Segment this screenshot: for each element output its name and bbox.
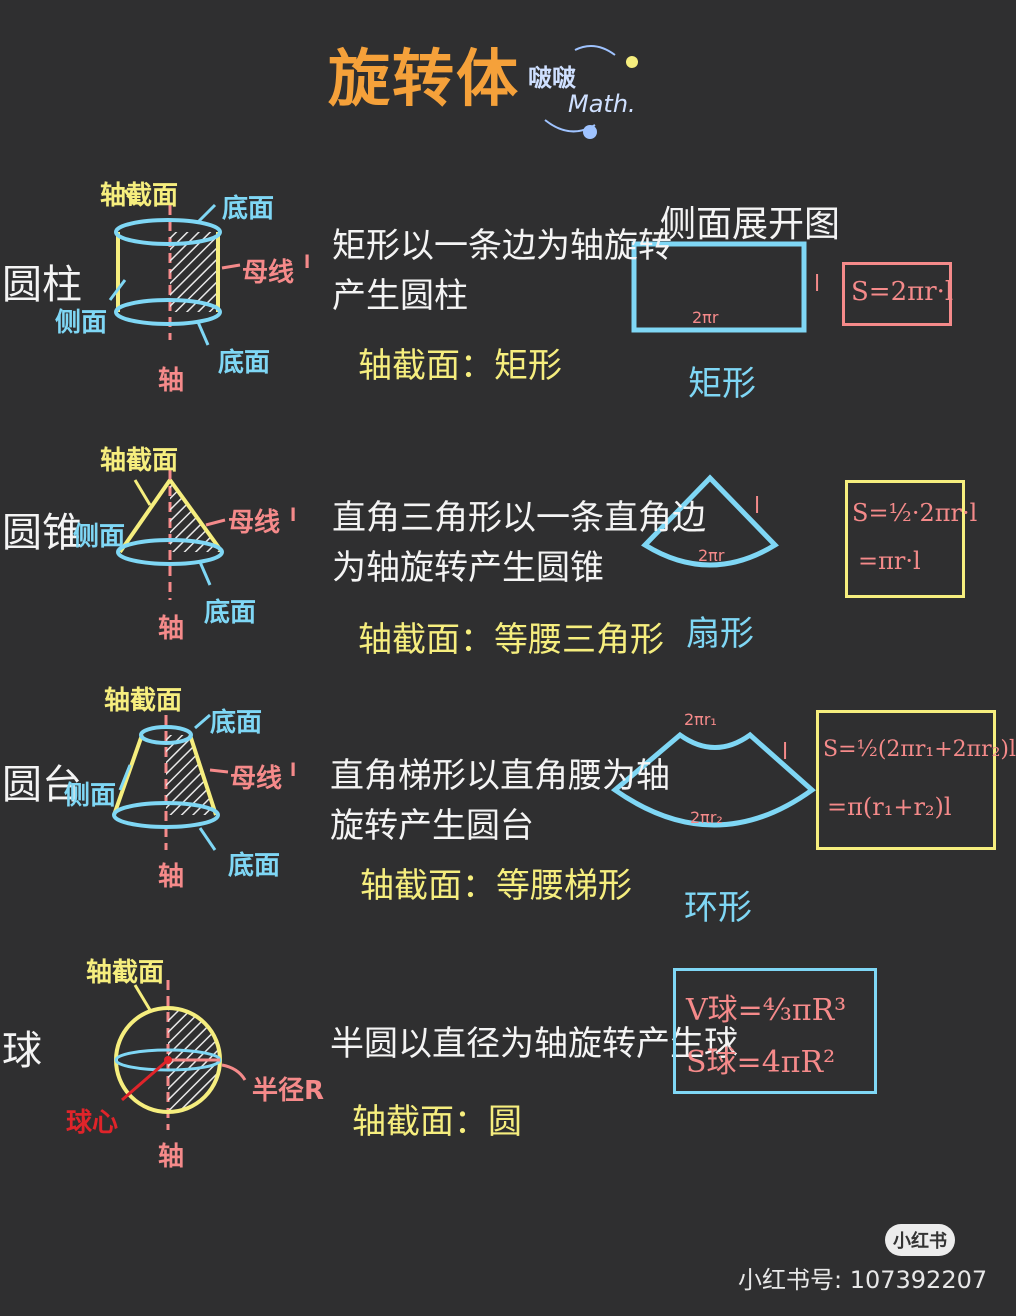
side-label: 侧面 — [55, 308, 108, 338]
description-line: 产生圆柱 — [332, 276, 468, 316]
axis-label: 轴 — [158, 614, 185, 644]
axis-label: 轴 — [158, 1142, 185, 1172]
net-side-label: l — [814, 272, 821, 297]
section-label: 轴截面：等腰梯形 — [360, 866, 632, 906]
section-label: 轴截面：矩形 — [358, 346, 562, 386]
net-name: 矩形 — [688, 364, 756, 404]
net-length-label: 2πr — [698, 546, 725, 565]
net-side-label: l — [782, 740, 789, 765]
cone-figure — [116, 470, 226, 600]
bottom-label: 底面 — [218, 348, 271, 378]
net-name: 扇形 — [686, 614, 754, 654]
generatrix-l-label: l — [290, 760, 297, 781]
brand-text: 啵啵 — [528, 64, 576, 92]
sector-net — [641, 474, 779, 568]
description-line: 直角梯形以直角腰为轴 — [330, 756, 670, 796]
formula-box: V球=⁴⁄₃πR³ S球=4πR² — [673, 968, 877, 1094]
axis-label: 轴 — [158, 862, 185, 892]
generatrix-label: 母线 — [242, 258, 295, 288]
description-line: 为轴旋转产生圆锥 — [332, 548, 604, 588]
watermark-badge: 小红书 — [885, 1224, 955, 1256]
net-length-label: 2πr₂ — [690, 808, 723, 827]
description-line: 半圆以直径为轴旋转产生球 — [330, 1024, 738, 1064]
formula-box: S=½(2πr₁+2πr₂)l =π(r₁+r₂)l — [816, 710, 1016, 850]
formula-line: =π(r₁+r₂)l — [827, 793, 952, 821]
bottom-label: 底面 — [222, 194, 275, 224]
radius-label: 半径R — [252, 1076, 325, 1106]
axis-section-label: 轴截面 — [86, 958, 165, 988]
generatrix-l-label: l — [304, 252, 311, 273]
solid-name-sphere: 球 — [2, 1028, 42, 1074]
solid-name-cone: 圆锥 — [2, 510, 82, 556]
formula-line: V球=⁴⁄₃πR³ — [686, 993, 847, 1028]
formula-line: S球=4πR² — [686, 1045, 836, 1080]
formula-line: =πr·l — [858, 547, 921, 575]
formula-box: S=2πr·l — [842, 262, 954, 326]
side-label: 侧面 — [73, 522, 126, 552]
generatrix-l-label: l — [290, 505, 297, 526]
bottom-label: 底面 — [210, 708, 263, 738]
section-label: 轴截面：圆 — [352, 1102, 522, 1142]
generatrix-label: 母线 — [228, 508, 281, 538]
brand-math: Math. — [568, 90, 636, 118]
axis-label: 轴 — [158, 366, 185, 396]
bottom-label: 底面 — [204, 598, 257, 628]
axis-section-label: 轴截面 — [100, 181, 179, 211]
solid-name-cylinder: 圆柱 — [2, 262, 82, 308]
annulus-net — [610, 731, 816, 828]
rectangle-net — [631, 241, 807, 333]
formula-line: S=½(2πr₁+2πr₂)l — [823, 737, 1016, 762]
net-side-label: l — [754, 494, 761, 519]
axis-section-label: 轴截面 — [100, 446, 179, 476]
cylinder-figure — [108, 189, 241, 346]
net-top-label: 2πr₁ — [684, 710, 717, 729]
bottom-label: 底面 — [228, 851, 281, 881]
net-name: 环形 — [684, 888, 752, 928]
center-label: 球心 — [66, 1108, 119, 1138]
formula-line: S=½·2πr·l — [852, 499, 978, 527]
side-label: 侧面 — [64, 781, 117, 811]
description-line: 直角三角形以一条直角边 — [332, 498, 706, 538]
formula-box: S=½·2πr·l =πr·l — [845, 480, 977, 598]
watermark-id: 小红书号: 107392207 — [738, 1266, 988, 1294]
section-label: 轴截面：等腰三角形 — [358, 620, 664, 660]
description-line: 旋转产生圆台 — [330, 806, 534, 846]
net-length-label: 2πr — [692, 308, 719, 327]
page-title: 旋转体 — [328, 42, 521, 115]
description-line: 矩形以一条边为轴旋转 — [332, 226, 672, 266]
axis-section-label: 轴截面 — [104, 686, 183, 716]
generatrix-label: 母线 — [230, 764, 283, 794]
sphere-figure — [114, 980, 247, 1130]
unfold-header: 侧面展开图 — [660, 204, 841, 245]
formula-line: S=2πr·l — [851, 277, 954, 307]
frustum-figure — [112, 713, 229, 851]
solid-name-frustum: 圆台 — [2, 762, 82, 808]
